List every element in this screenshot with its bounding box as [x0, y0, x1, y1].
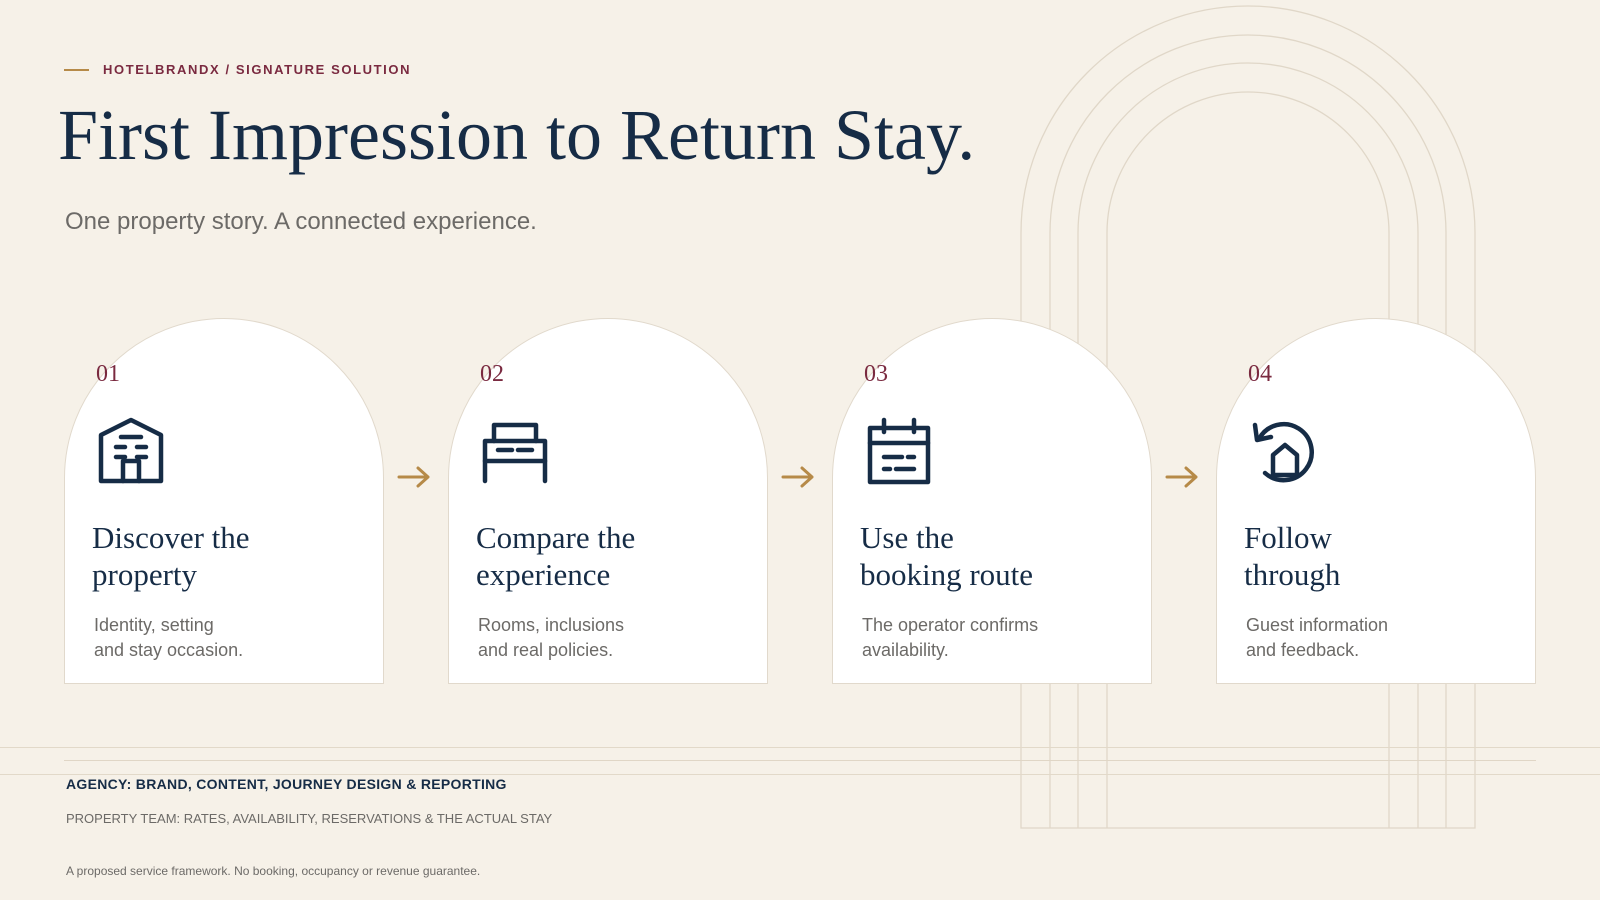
step-description-line: and feedback.	[1246, 640, 1360, 660]
step-title: Follow through	[1244, 519, 1524, 593]
property-team-responsibilities: PROPERTY TEAM: RATES, AVAILABILITY, RESE…	[66, 811, 553, 826]
step-title-line: experience	[476, 557, 611, 592]
step-title-line: Use the	[860, 520, 954, 555]
step-title-line: Compare the	[476, 520, 636, 555]
step-description-line: The operator confirms	[862, 615, 1039, 635]
step-card-discover: 01 Discover the property Identity, setti…	[64, 318, 384, 684]
step-title: Discover the property	[92, 519, 372, 593]
step-card-booking: 03 Use the booking route The operator co…	[832, 318, 1152, 684]
step-description-line: availability.	[862, 640, 949, 660]
step-number: 03	[864, 361, 888, 387]
return-home-icon	[1252, 421, 1314, 483]
arrow-right-icon	[781, 466, 814, 488]
horizontal-rule-middle	[64, 760, 1536, 761]
step-description-line: Identity, setting	[94, 615, 214, 635]
step-number: 01	[96, 361, 120, 387]
step-title-line: through	[1244, 557, 1341, 592]
arrow-right-icon	[397, 466, 430, 488]
step-title-line: Follow	[1244, 520, 1332, 555]
step-card-compare: 02 Compare the experience Rooms, inclusi…	[448, 318, 768, 684]
step-description-line: and stay occasion.	[94, 640, 244, 660]
step-description: Guest information and feedback.	[1246, 613, 1516, 663]
page-subtitle: One property story. A connected experien…	[65, 208, 537, 235]
step-title-line: property	[92, 557, 198, 592]
bed-icon	[482, 422, 548, 484]
step-description-line: Guest information	[1246, 615, 1389, 635]
page-title: First Impression to Return Stay.	[58, 95, 976, 175]
step-number: 02	[480, 361, 504, 387]
step-description: Rooms, inclusions and real policies.	[478, 613, 748, 663]
step-title: Compare the experience	[476, 519, 756, 593]
horizontal-rule-top	[0, 747, 1600, 748]
step-number: 04	[1248, 361, 1272, 387]
step-card-follow-through: 04 Follow through Guest information and …	[1216, 318, 1536, 684]
calendar-icon	[867, 417, 931, 485]
step-title-line: Discover the	[92, 520, 250, 555]
step-title: Use the booking route	[860, 519, 1140, 593]
eyebrow-text: HOTELBRANDX / SIGNATURE SOLUTION	[103, 62, 412, 77]
step-description: The operator confirms availability.	[862, 613, 1132, 663]
step-description-line: and real policies.	[478, 640, 614, 660]
eyebrow: HOTELBRANDX / SIGNATURE SOLUTION	[64, 62, 411, 77]
step-description-line: Rooms, inclusions	[478, 615, 625, 635]
step-title-line: booking route	[860, 557, 1034, 592]
agency-responsibilities: AGENCY: BRAND, CONTENT, JOURNEY DESIGN &…	[66, 776, 507, 792]
step-description: Identity, setting and stay occasion.	[94, 613, 364, 663]
building-icon	[98, 417, 164, 484]
eyebrow-dash	[64, 68, 89, 71]
horizontal-rule-bottom	[0, 774, 1600, 775]
arrow-right-icon	[1165, 466, 1198, 488]
disclaimer: A proposed service framework. No booking…	[66, 864, 481, 878]
